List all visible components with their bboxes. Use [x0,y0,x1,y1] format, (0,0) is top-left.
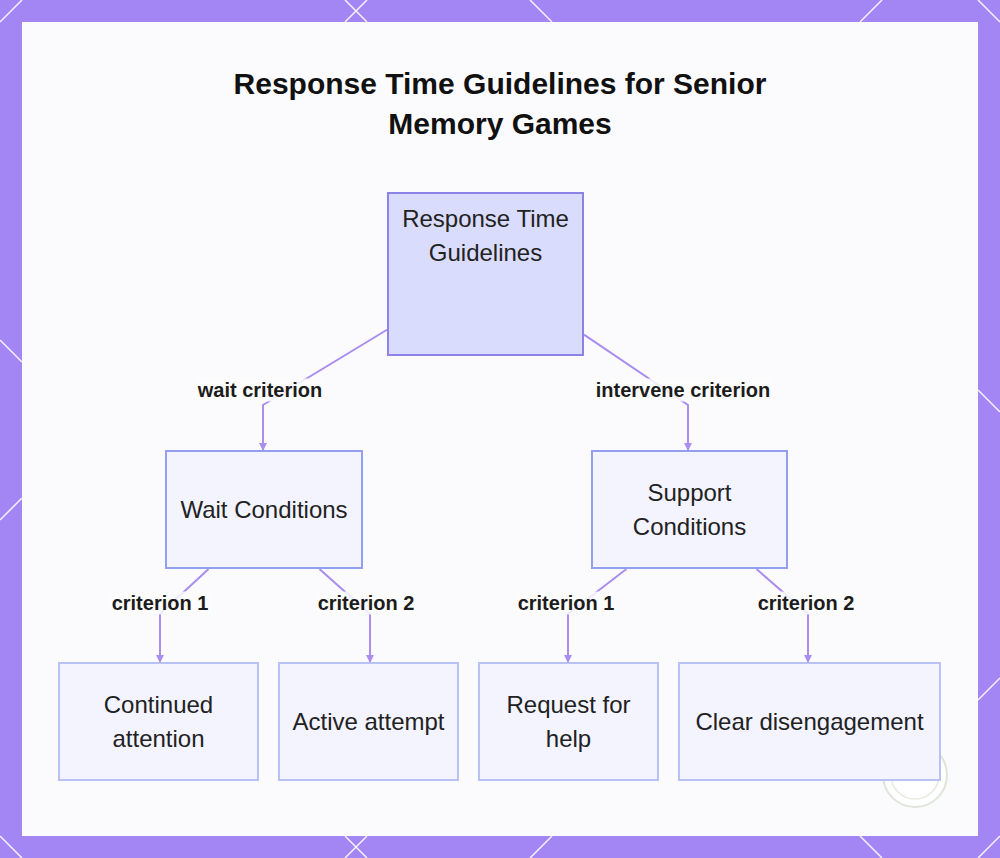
edge-label: criterion 2 [316,592,417,615]
node-text: Continued attention [66,688,251,756]
category-box: Wait Conditions [165,450,363,569]
connector [568,569,626,662]
criterion-box: Request for help [478,662,659,781]
diagram-title: Response Time Guidelines for Senior Memo… [200,64,800,144]
edge-label: criterion 1 [110,592,211,615]
node-text: Response Time Guidelines [395,202,576,270]
category-box: Support Conditions [591,450,788,569]
criterion-box: Continued attention [58,662,259,781]
connector [319,569,370,662]
criterion-box: Clear disengagement [678,662,941,781]
criterion-box: Active attempt [278,662,459,781]
node-text: Wait Conditions [180,493,347,527]
node-text: Clear disengagement [695,705,923,739]
connector [160,569,209,662]
edge-label: wait criterion [196,379,324,402]
node-text: Active attempt [292,705,444,739]
edge-label: criterion 1 [516,592,617,615]
node-text: Request for help [486,688,651,756]
edge-label: criterion 2 [756,592,857,615]
root-box: Response Time Guidelines [387,192,584,356]
edge-label: intervene criterion [594,379,773,402]
connector [756,569,808,662]
node-text: Support Conditions [599,476,780,544]
